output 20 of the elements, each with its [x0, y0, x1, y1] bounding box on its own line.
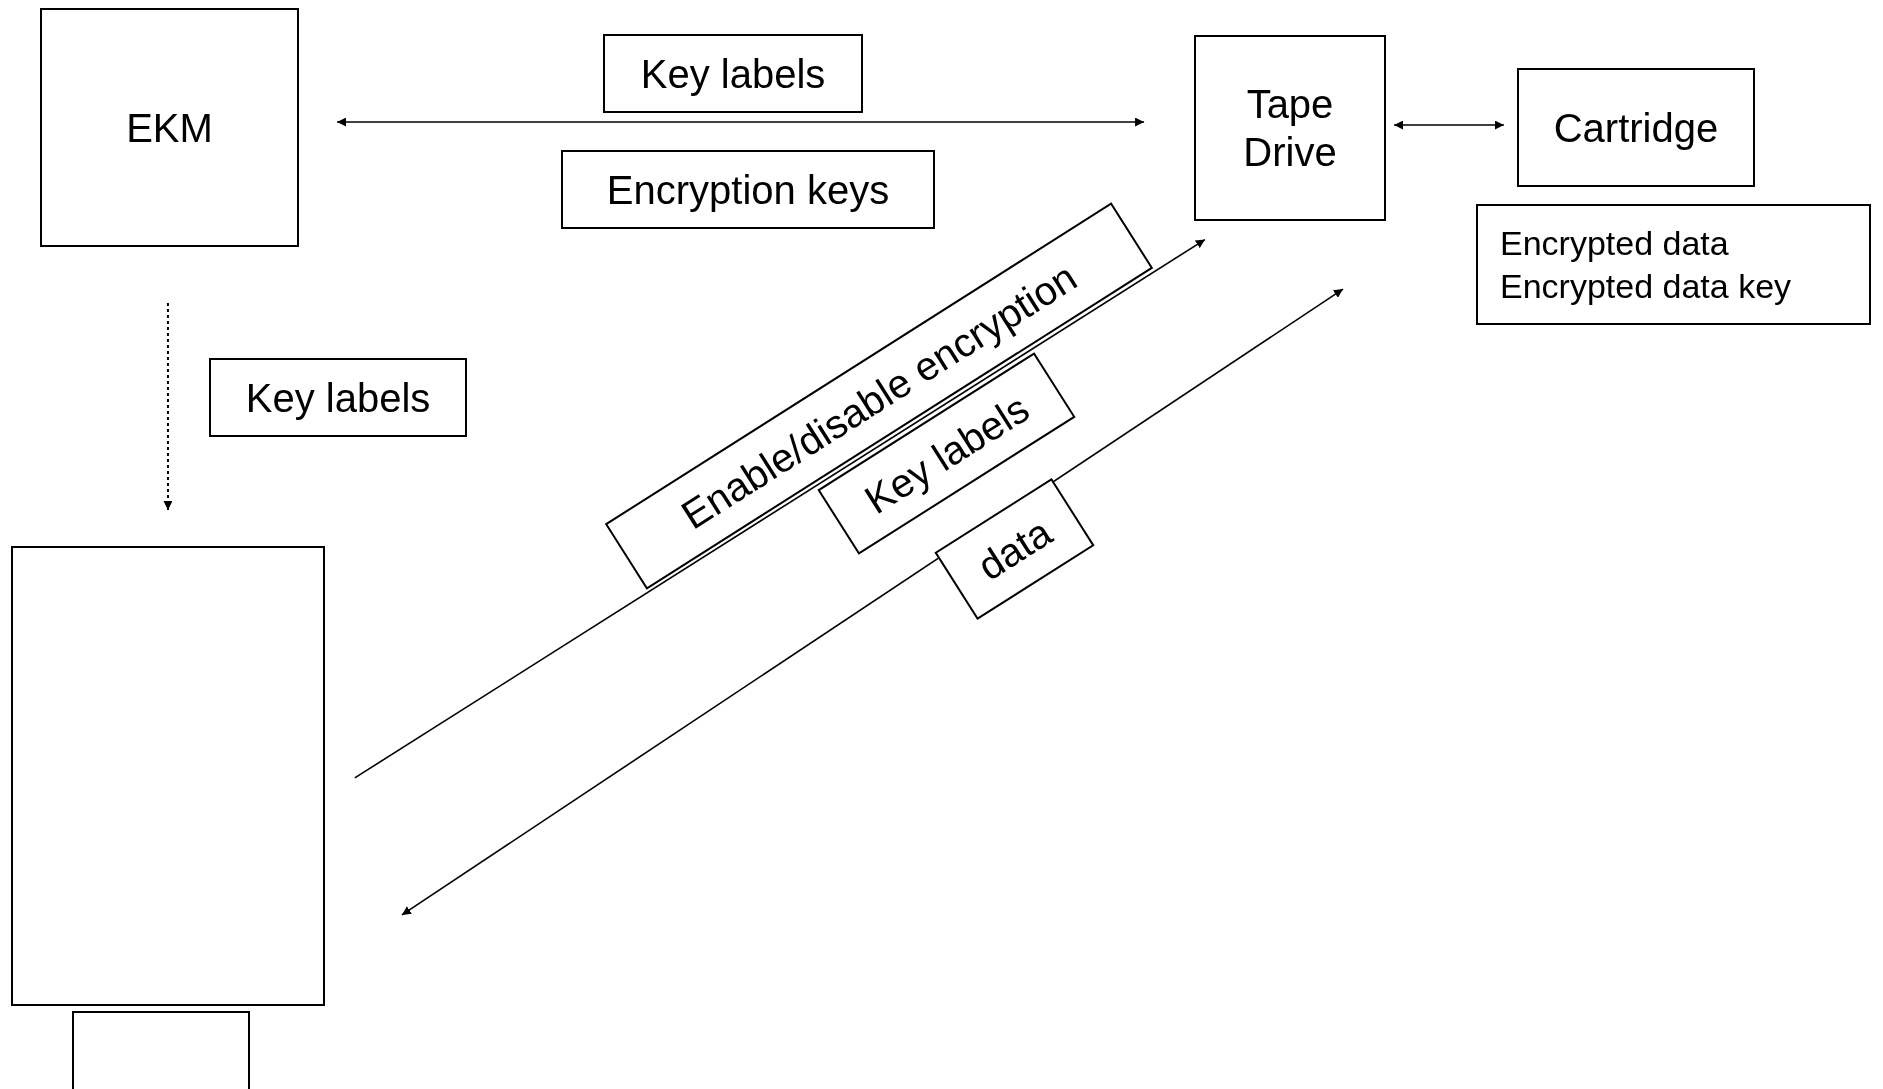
- box-text: Encrypted data: [1500, 223, 1729, 264]
- arrow: [354, 238, 1206, 779]
- caption-box: [72, 1011, 250, 1089]
- box-text: Key labels: [640, 50, 826, 98]
- label-box: [561, 150, 935, 229]
- process-box: [40, 8, 299, 247]
- note-box: [1476, 204, 1871, 325]
- box-text: Encrypted data key: [1500, 265, 1792, 307]
- label-box: [209, 358, 467, 437]
- process-box: [1517, 68, 1755, 187]
- box-text: Key labels: [245, 374, 431, 422]
- arrow: [336, 117, 1145, 127]
- arrow: [1393, 120, 1505, 130]
- system-box: [11, 546, 325, 1006]
- box-text: Tape Drive: [1242, 81, 1338, 176]
- box-text: EKM: [126, 104, 213, 152]
- dotted-arrow: [163, 301, 173, 512]
- process-box: [1194, 35, 1386, 221]
- label-box: [603, 34, 863, 113]
- box-text: Cartridge: [1553, 104, 1719, 152]
